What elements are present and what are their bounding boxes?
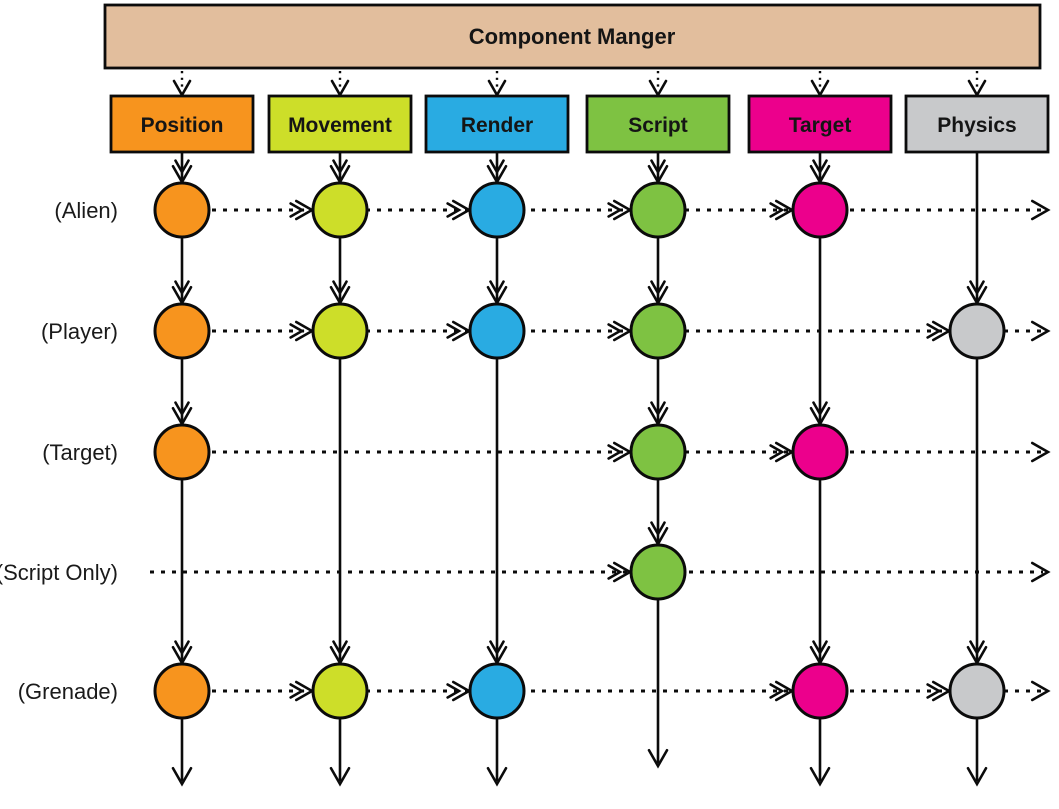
down-arrowhead-icon bbox=[174, 159, 190, 175]
terminal-right-arrowhead-icon bbox=[1030, 441, 1051, 463]
down-arrowhead-icon bbox=[174, 401, 190, 417]
right-arrowhead-icon bbox=[769, 202, 785, 218]
right-arrowhead-icon bbox=[607, 323, 623, 339]
instance-grenade-position bbox=[153, 662, 211, 720]
instance-alien-target bbox=[791, 181, 849, 239]
header-label-render: Render bbox=[461, 114, 533, 137]
instance-target-target bbox=[791, 423, 849, 481]
terminal-down-arrowhead-icon bbox=[966, 766, 988, 787]
terminal-down-arrowhead-icon bbox=[486, 766, 508, 787]
down-arrowhead-icon bbox=[650, 159, 666, 175]
down-arrowhead-icon bbox=[650, 401, 666, 417]
instance-grenade-target bbox=[791, 662, 849, 720]
instance-player-movement bbox=[311, 302, 369, 360]
manager-connector-arrowhead-icon bbox=[487, 79, 507, 98]
header-label-position: Position bbox=[141, 114, 224, 137]
instance-alien-render bbox=[468, 181, 526, 239]
instance-grenade-render bbox=[468, 662, 526, 720]
row-label-player: (Player) bbox=[41, 319, 118, 344]
terminal-right-arrowhead-icon bbox=[1030, 561, 1051, 583]
instance-script-only-script bbox=[629, 543, 687, 601]
column-physics bbox=[904, 71, 1050, 787]
row-label-grenade: (Grenade) bbox=[18, 679, 118, 704]
right-arrowhead-icon bbox=[289, 323, 305, 339]
instance-target-script bbox=[629, 423, 687, 481]
column-script bbox=[585, 71, 731, 769]
instance-player-physics bbox=[948, 302, 1006, 360]
right-arrowhead-icon bbox=[607, 564, 623, 580]
manager-connector-arrowhead-icon bbox=[648, 79, 668, 98]
row-label-alien: (Alien) bbox=[54, 198, 118, 223]
manager-connector-arrowhead-icon bbox=[330, 79, 350, 98]
terminal-right-arrowhead-icon bbox=[1030, 199, 1051, 221]
right-arrowhead-icon bbox=[769, 444, 785, 460]
instance-alien-movement bbox=[311, 181, 369, 239]
header-label-movement: Movement bbox=[288, 114, 392, 137]
header-label-physics: Physics bbox=[937, 114, 1016, 137]
header-label-target: Target bbox=[789, 114, 852, 137]
down-arrowhead-icon bbox=[332, 640, 348, 656]
down-arrowhead-icon bbox=[489, 159, 505, 175]
instance-player-script bbox=[629, 302, 687, 360]
right-arrowhead-icon bbox=[289, 202, 305, 218]
instance-player-render bbox=[468, 302, 526, 360]
down-arrowhead-icon bbox=[812, 159, 828, 175]
down-arrowhead-icon bbox=[174, 280, 190, 296]
down-arrowhead-icon bbox=[332, 280, 348, 296]
manager-connector-arrowhead-icon bbox=[172, 79, 192, 98]
right-arrowhead-icon bbox=[289, 683, 305, 699]
down-arrowhead-icon bbox=[332, 159, 348, 175]
right-arrowhead-icon bbox=[446, 323, 462, 339]
terminal-down-arrowhead-icon bbox=[809, 766, 831, 787]
terminal-right-arrowhead-icon bbox=[1030, 680, 1051, 702]
instance-grenade-movement bbox=[311, 662, 369, 720]
instance-grenade-physics bbox=[948, 662, 1006, 720]
header-box-script bbox=[585, 94, 731, 154]
terminal-down-arrowhead-icon bbox=[647, 748, 669, 769]
manager-connector-arrowhead-icon bbox=[967, 79, 987, 98]
connector-lines-layer bbox=[109, 71, 1051, 787]
header-box-target bbox=[747, 94, 893, 154]
instance-alien-script bbox=[629, 181, 687, 239]
down-arrowhead-icon bbox=[174, 640, 190, 656]
down-arrowhead-icon bbox=[969, 640, 985, 656]
right-arrowhead-icon bbox=[607, 202, 623, 218]
down-arrowhead-icon bbox=[650, 280, 666, 296]
down-arrowhead-icon bbox=[650, 521, 666, 537]
component-manager-bar bbox=[103, 3, 1042, 70]
right-arrowhead-icon bbox=[446, 683, 462, 699]
down-arrowhead-icon bbox=[812, 401, 828, 417]
header-box-position bbox=[109, 94, 255, 154]
right-arrowhead-icon bbox=[926, 683, 942, 699]
right-arrowhead-icon bbox=[607, 444, 623, 460]
manager-connector-arrowhead-icon bbox=[810, 79, 830, 98]
row-script-only bbox=[150, 561, 1051, 583]
component-manager-title: Component Manger bbox=[469, 24, 676, 49]
row-label-script-only: (Script Only) bbox=[0, 560, 118, 585]
down-arrowhead-icon bbox=[969, 280, 985, 296]
down-arrowhead-icon bbox=[812, 640, 828, 656]
down-arrowhead-icon bbox=[489, 640, 505, 656]
component-instances-layer bbox=[153, 181, 1006, 720]
instance-player-position bbox=[153, 302, 211, 360]
instance-alien-position bbox=[153, 181, 211, 239]
row-label-target: (Target) bbox=[42, 440, 118, 465]
terminal-right-arrowhead-icon bbox=[1030, 320, 1051, 342]
down-arrowhead-icon bbox=[489, 280, 505, 296]
column-movement bbox=[267, 71, 413, 787]
header-label-script: Script bbox=[628, 114, 688, 137]
right-arrowhead-icon bbox=[769, 683, 785, 699]
terminal-down-arrowhead-icon bbox=[171, 766, 193, 787]
labels-layer: Position Movement Render Script Target Physic… bbox=[0, 114, 1017, 704]
right-arrowhead-icon bbox=[446, 202, 462, 218]
terminal-down-arrowhead-icon bbox=[329, 766, 351, 787]
right-arrowhead-icon bbox=[926, 323, 942, 339]
instance-target-position bbox=[153, 423, 211, 481]
